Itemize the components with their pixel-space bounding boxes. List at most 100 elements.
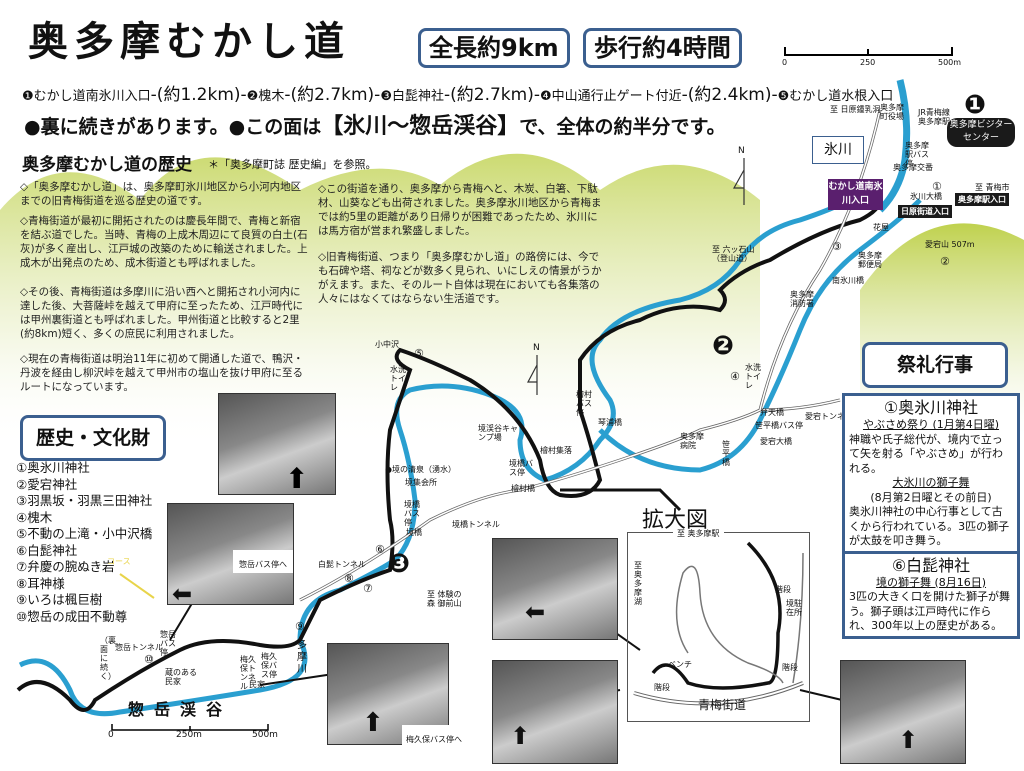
photo-caption: 惣岳バス停へ: [233, 550, 293, 573]
history-paragraph: ◇その後、青梅街道は多摩川に沿い西へと開拓され小河内に達した後、大菩薩峠を越えて…: [20, 286, 303, 340]
history-paragraph: ◇青梅街道が最初に開拓されたのは慶長年間で、青梅と新宿を結ぶ道でした。当時、青梅…: [20, 215, 308, 269]
scale-bar: 0 250 500m: [782, 44, 961, 67]
map-label: 至 日原鍾乳洞: [830, 105, 881, 114]
event-date: (8月第2日曜とその前日): [870, 490, 992, 504]
notice-area: 【氷川～惣岳渓谷】: [321, 114, 520, 139]
course-legend-line: [119, 573, 155, 599]
map-label: 蔵のある民家: [165, 668, 197, 686]
marker-2: ❷: [712, 331, 735, 361]
route-distance: -(約2.7km)-: [443, 85, 540, 105]
enlarged-map-title: 拡大図: [642, 508, 709, 533]
map-label: 境橋トンネル: [452, 520, 500, 529]
culture-item: ⑧耳神様: [16, 575, 65, 591]
history-paragraph: ◇この街道を通り、奥多摩から青梅へと、木炭、白箸、下駄材、山葵なども出荷されまし…: [318, 183, 602, 237]
caption-text: 惣岳バス停へ: [239, 560, 287, 569]
culture-item: ⑤不動の上滝・小中沢橋: [16, 526, 153, 541]
map-label: 奥多摩駅バス停: [905, 141, 929, 168]
map-label: 弁天橋: [760, 408, 784, 417]
culture-marker: ①: [932, 180, 942, 193]
map-label: 境渓谷キャンプ場: [478, 424, 518, 442]
culture-marker: ⑤: [414, 347, 424, 360]
photo-caption: 梅久保バス停へ: [402, 725, 466, 748]
map-label: 奥多摩郵便局: [858, 251, 882, 269]
arrow-up-icon: ⬆: [898, 726, 919, 754]
map-label: 惣岳バス停: [160, 630, 176, 657]
walking-time-badge: 歩行約4時間: [583, 28, 742, 68]
history-reference: ＊「奥多摩町誌 歴史編」を参照。: [208, 158, 377, 171]
map-label: 小中沢: [375, 340, 399, 349]
photo-road: [218, 393, 336, 495]
map-label: 南氷川橋: [832, 276, 864, 285]
culture-marker: ⑥: [375, 543, 385, 556]
north-label: N: [738, 146, 745, 156]
map-label: 琴浦橋: [598, 418, 622, 427]
north-label: N: [533, 343, 540, 353]
culture-marker: ③: [832, 240, 842, 253]
enlarged-label: 青梅街道: [698, 698, 747, 712]
notice-text: ●裏に続きがあります。●この面は: [24, 116, 322, 138]
culture-marker: ⑨: [295, 620, 305, 633]
map-label: 日原街道入口: [898, 205, 952, 218]
culture-item: ②愛宕神社: [16, 476, 78, 492]
map-label: 笹平橋バス停: [755, 421, 803, 430]
enlarged-label: 至 奥多摩駅: [673, 529, 724, 538]
route-marker: ❺: [777, 89, 790, 104]
caption-text: 梅久保バス停へ: [406, 735, 462, 744]
enlarged-label: ベンチ: [668, 660, 692, 669]
map-label: 愛宕トンネル: [805, 412, 853, 421]
notice-text: で、全体の約半分です。: [519, 116, 726, 138]
event-description: 神職や氏子総代が、境内で立って矢を射る「やぶさめ」が行われる。: [849, 432, 1003, 475]
event-section: ⑥白髭神社 境の獅子舞 (8月16日) 3匹の大きく口を開けた獅子が舞う。獅子頭…: [845, 550, 1017, 636]
map-label: 奥多摩消防署: [790, 290, 814, 308]
scale-tick: 0: [108, 730, 114, 740]
arrow-left-icon: ⬅: [172, 580, 193, 608]
history-paragraph: ◇「奥多摩むかし道」は、奥多摩町氷川地区から小河内地区までの旧青梅街道を巡る歴史…: [20, 181, 302, 207]
event-heading: 大氷川の獅子舞: [892, 476, 970, 489]
route-place: むかし道南氷川入口: [33, 89, 151, 104]
map-label: 愛宕山 507m: [925, 240, 975, 249]
enlarged-map-drawing: [633, 541, 804, 706]
event-description: 奥氷川神社の中心行事として古くから行われている。3匹の獅子が太鼓を叩き舞う。: [849, 505, 1010, 547]
events-title: 祭礼行事: [862, 342, 1008, 388]
culture-marker: ④: [730, 370, 740, 383]
enlarged-label: 階段: [775, 585, 791, 594]
map-label: 境橋: [406, 528, 422, 537]
route-place: 白髭神社: [391, 89, 444, 104]
map-label: 愛宕大橋: [760, 437, 792, 446]
event-shrine-name: ⑥白髭神社: [891, 555, 971, 575]
culture-marker: ⑧: [344, 572, 354, 585]
history-paragraph: ◇現在の青梅街道は明治11年に初めて開通した道で、鴨沢・丹波を経由し柳沢峠を越え…: [20, 353, 304, 393]
photo-stairs: [492, 660, 618, 764]
route-distance: -(約2.4km)-: [681, 85, 778, 105]
history-title: 奥多摩むかし道の歴史: [22, 155, 192, 175]
map-label: ●境の清泉（湧水）: [385, 465, 456, 474]
map-label: 奥多摩交番: [893, 163, 933, 172]
map-label: 境橋バス停: [404, 500, 420, 527]
map-label: 惣岳トンネル: [115, 643, 163, 652]
enlarged-label: 至奥多摩湖: [634, 561, 642, 606]
culture-item: ⑦弁慶の腕ぬき岩: [16, 559, 115, 574]
culture-marker: ②: [940, 255, 950, 268]
culture-item: ①奥氷川神社: [16, 460, 90, 475]
enlarged-label: 階段: [782, 663, 798, 672]
map-label: 至 六ッ石山（登山道）: [712, 245, 755, 263]
marker-3: ❸: [388, 549, 411, 579]
culture-item: ⑥白髭神社: [16, 542, 78, 558]
route-distance: -(約1.2km)-: [150, 85, 247, 105]
events-panel: ①奥氷川神社 やぶさめ祭り (1月第4日曜) 神職や氏子総代が、境内で立って矢を…: [842, 393, 1020, 639]
culture-item: ③羽黒坂・羽黒三田神社: [16, 493, 153, 508]
enlarged-label: 境駐在所: [786, 599, 802, 617]
culture-item: ④槐木: [16, 509, 53, 525]
map-label: 奥多摩病院: [680, 432, 704, 450]
arrow-up-icon: ⬆: [510, 722, 531, 750]
culture-title: 歴史・文化財: [20, 415, 166, 461]
scale-tick: 0: [782, 58, 788, 67]
map-label: 多摩川: [297, 640, 307, 675]
culture-item: ⑨いろは楓巨樹: [16, 592, 103, 607]
event-description: 3匹の大きく口を開けた獅子が舞う。獅子頭は江戸時代に作られ、300年以上の歴史が…: [849, 590, 1010, 632]
map-label: 至 体験の森 御前山: [427, 590, 462, 608]
route-marker: ❷: [246, 89, 259, 104]
route-place: 槐木: [258, 89, 285, 104]
entrance-label: むかし道南氷川入口: [828, 179, 883, 210]
photo-stone-wall-path: [492, 538, 618, 640]
